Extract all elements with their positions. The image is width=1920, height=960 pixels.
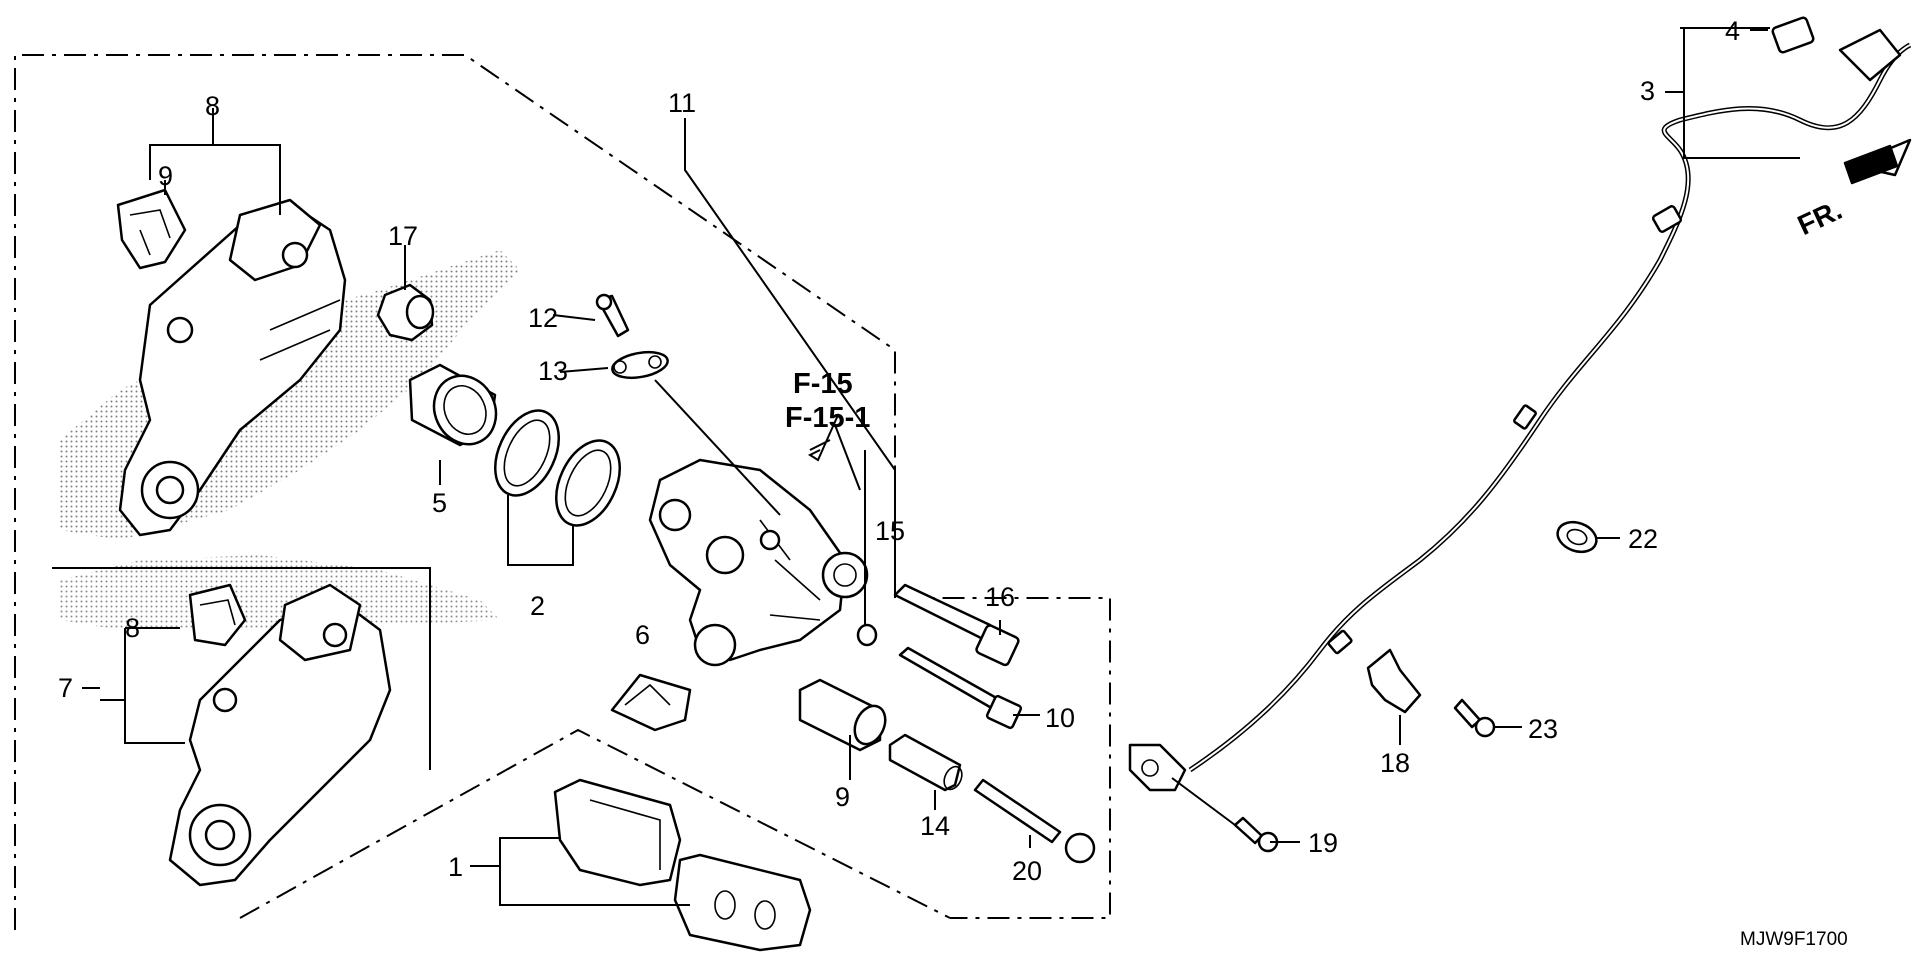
callout-13: 12 (528, 303, 558, 333)
wheel-speed-sensor-cable (1128, 16, 1912, 792)
callout-21: 20 (1012, 856, 1042, 886)
cable-bracket (1366, 648, 1422, 714)
bleeder-cap (611, 350, 669, 380)
reference-f15: F-15 (793, 368, 853, 400)
boot (376, 283, 435, 342)
cable-clamp (1556, 520, 1598, 554)
callout-3: 3 (1640, 76, 1655, 106)
caliper-bracket-lower (168, 583, 392, 887)
callout-12: 10 (1045, 703, 1075, 733)
section-references: F-15 F-15-1 (785, 368, 870, 434)
callout-7: 7 (58, 673, 73, 703)
callout-5: 5 (432, 488, 447, 518)
callout-11: 11 (668, 88, 696, 118)
pad-retainer (610, 673, 692, 732)
bleeder-screw (595, 293, 630, 338)
callout-8: 8 (205, 91, 220, 121)
callout-15: 14 (920, 811, 950, 841)
piston (408, 363, 498, 447)
callout-9-lower: 8 (125, 613, 140, 643)
assembly-boundary (14, 54, 1111, 930)
callout-14: 13 (538, 356, 568, 386)
front-direction-arrow (1843, 138, 1912, 185)
callout-20: 19 (1308, 828, 1338, 858)
leader-lines (82, 27, 1800, 906)
front-direction-label: FR. (1793, 194, 1847, 241)
pad-spring (116, 188, 247, 647)
callout-1: 1 (448, 852, 463, 882)
bolt (973, 778, 1096, 864)
sensor-bolt (1233, 816, 1279, 853)
sleeve (888, 733, 963, 792)
piston-seals (494, 409, 621, 527)
caliper-body (648, 458, 869, 667)
callout-16: 15 (875, 516, 905, 546)
callout-22: 22 (1628, 524, 1658, 554)
callout-9-upper: 9 (158, 161, 173, 191)
callout-6: 6 (635, 620, 650, 650)
pin-boot (798, 678, 887, 752)
o-ring (856, 623, 878, 647)
reference-f15-1: F-15-1 (785, 402, 870, 434)
caliper-pin (898, 646, 1023, 730)
callout-18: 17 (388, 221, 418, 251)
callout-19: 18 (1380, 748, 1410, 778)
slide-pin (893, 583, 1020, 667)
drawing-code: MJW9F1700 (1740, 929, 1848, 950)
callout-10: 9 (835, 782, 850, 812)
bracket-bolt (1453, 698, 1496, 738)
brake-pads (553, 778, 812, 952)
callout-numbers: 8 9 17 12 13 5 2 11 15 16 10 6 9 14 20 8… (58, 16, 1740, 886)
caliper-bracket-upper (118, 198, 347, 537)
callout-23: 23 (1528, 714, 1558, 744)
callout-17: 16 (985, 582, 1015, 612)
callout-4: 4 (1725, 16, 1740, 46)
callout-2: 2 (530, 591, 545, 621)
